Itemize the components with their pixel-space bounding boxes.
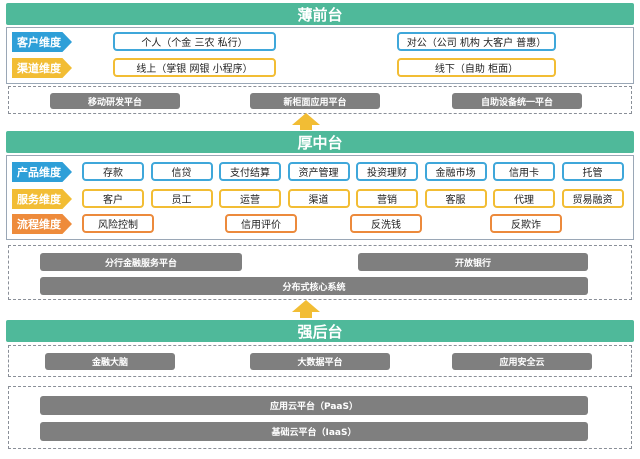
- channel-item: 线下（自助 柜面）: [397, 58, 556, 77]
- process-dimension-tag: 流程维度: [12, 214, 72, 234]
- product-item: 支付结算: [219, 162, 281, 181]
- service-item: 客户: [82, 189, 144, 208]
- back-platform: 大数据平台: [250, 353, 390, 370]
- cloud-platform-frame: [8, 386, 632, 449]
- up-arrow-icon: [292, 113, 320, 125]
- service-item: 营销: [356, 189, 418, 208]
- distributed-core-system: 分布式核心系统: [40, 277, 588, 295]
- open-banking-platform: 开放银行: [358, 253, 588, 271]
- product-item: 金融市场: [424, 162, 487, 181]
- middle-platform-frame: [8, 245, 632, 300]
- up-arrow-stem: [300, 311, 312, 318]
- front-platform: 新柜面应用平台: [250, 93, 380, 109]
- branch-finance-platform: 分行金融服务平台: [40, 253, 242, 271]
- service-item: 员工: [150, 189, 213, 208]
- product-item: 信贷: [150, 162, 213, 181]
- front-platform-frame: [8, 86, 632, 114]
- channel-item: 线上（掌银 网银 小程序）: [113, 58, 276, 77]
- process-item: 反欺诈: [490, 214, 562, 233]
- service-item: 代理: [493, 189, 555, 208]
- service-item: 渠道: [287, 189, 350, 208]
- up-arrow-icon: [292, 300, 320, 312]
- customer-item: 个人（个金 三农 私行）: [113, 32, 276, 51]
- product-item: 存款: [82, 162, 144, 181]
- back-platform: 金融大脑: [45, 353, 175, 370]
- back-platform-frame: [8, 345, 632, 377]
- customer-dimension-tag: 客户维度: [12, 32, 72, 52]
- service-dimension-tag: 服务维度: [12, 189, 72, 209]
- product-item: 信用卡: [493, 162, 555, 181]
- iaas-platform: 基础云平台（IaaS）: [40, 422, 588, 441]
- product-dimension-tag: 产品维度: [12, 162, 72, 182]
- service-item: 贸易融资: [561, 189, 624, 208]
- front-title-band: 薄前台: [6, 3, 634, 25]
- channel-dimension-tag: 渠道维度: [12, 58, 72, 78]
- product-item: 投资理财: [356, 162, 418, 181]
- product-item: 资产管理: [287, 162, 350, 181]
- front-platform: 移动研发平台: [50, 93, 180, 109]
- middle-title-band: 厚中台: [6, 131, 634, 153]
- process-item: 风险控制: [82, 214, 154, 233]
- service-item: 客服: [424, 189, 487, 208]
- paas-platform: 应用云平台（PaaS）: [40, 396, 588, 415]
- process-item: 反洗钱: [350, 214, 422, 233]
- customer-item: 对公（公司 机构 大客户 普惠）: [397, 32, 556, 51]
- back-title-band: 强后台: [6, 320, 634, 342]
- product-item: 托管: [561, 162, 624, 181]
- process-item: 信用评价: [225, 214, 297, 233]
- up-arrow-stem: [300, 124, 312, 130]
- back-platform: 应用安全云: [452, 353, 592, 370]
- service-item: 运营: [219, 189, 281, 208]
- front-platform: 自助设备统一平台: [452, 93, 582, 109]
